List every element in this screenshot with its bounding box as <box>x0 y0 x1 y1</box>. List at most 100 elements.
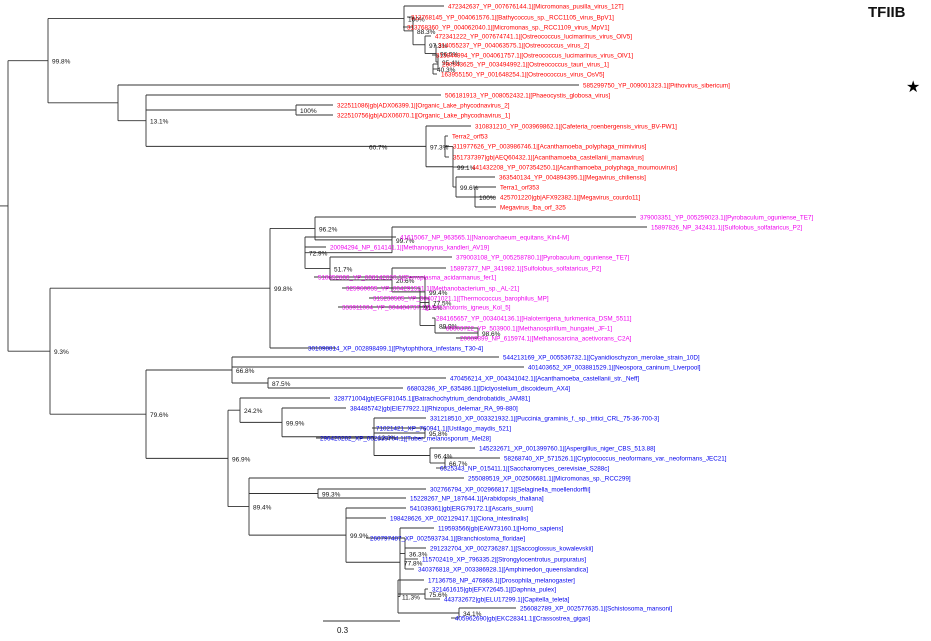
support-value: 66.8% <box>236 368 255 375</box>
leaf-label: 541039361|gb|ERG79172.1|[Ascaris_suum] <box>410 506 533 513</box>
leaf-label: 15228267_NP_187644.1|[Arabidopsis_thalia… <box>410 496 544 503</box>
leaf-label: 284165657_YP_003404136.1|[Haloterrigena_… <box>436 316 632 323</box>
leaf-label: 544213169_XP_005536732.1|[Cyanidioschyzo… <box>503 355 700 362</box>
leaf-label: 311977626_YP_003986746.1|[Acanthamoeba_p… <box>453 144 647 151</box>
leaf-label: Megavirus_lba_orf_325 <box>500 205 566 212</box>
support-value: 77.5% <box>433 301 452 308</box>
leaf-label: 351737397|gb|AEQ60432.1|[Acanthamoeba_ca… <box>453 155 644 162</box>
leaf-label: 379003351_YP_005259023.1|[Pyrobaculum_og… <box>640 215 813 222</box>
leaf-label: 322510756|gb|ADX06070.1|[Organic_Lake_ph… <box>337 113 510 120</box>
leaf-label: 321461615|gb|EFX72645.1|[Daphnia_pulex] <box>432 587 556 594</box>
leaf-label: Terra2_orf53 <box>452 134 488 141</box>
support-value: 24.2% <box>244 408 263 415</box>
support-value: 34.1% <box>463 611 482 618</box>
support-value: 20.6% <box>396 278 415 285</box>
support-value: 98.6% <box>482 331 501 338</box>
leaf-label: 313844994_YP_004061757.1|[Ostreococcus_l… <box>436 53 633 60</box>
support-value: 51.7% <box>334 266 353 273</box>
leaf-label: 6325343_NP_015411.1|[Saccharomyces_cerev… <box>440 466 609 473</box>
leaf-label: 325960055_YP_004291521.1|[Methanobacteri… <box>346 286 519 293</box>
leaf-label: 328771004|gb|EGF81045.1|[Batrachochytriu… <box>334 396 530 403</box>
leaf-label: 163955150_YP_001648254.1|[Ostreococcus_v… <box>441 72 605 79</box>
leaf-label: 260343625_YP_003494992.1|[Ostreococcus_t… <box>442 62 609 69</box>
leaf-label: 314055237_YP_004063575.1|[Ostreococcus_v… <box>438 43 589 50</box>
support-value: 72.9% <box>309 251 328 258</box>
support-value: 60.7% <box>369 144 388 151</box>
support-value: 91.5% <box>424 305 443 312</box>
support-value: 96.2% <box>319 226 338 233</box>
leaf-label: 315230585_YP_004071021.1|[Thermococcus_b… <box>373 296 549 303</box>
leaf-label: 66803286_XP_635486.1|[Dictyostelium_disc… <box>407 386 570 393</box>
tree-title: TFIIB <box>868 4 906 21</box>
leaf-label: 470456214_XP_004341042.1|[Acanthamoeba_c… <box>450 376 639 383</box>
support-value: 36.3% <box>409 552 428 559</box>
leaf-label: 301098814_XP_002898499.1|[Phytophthora_i… <box>308 346 483 353</box>
leaf-label: 441432208_YP_007354250.1|[Acanthamoeba_p… <box>472 165 677 172</box>
leaf-label: 310831210_YP_003969862.1|[Cafeteria_roen… <box>475 124 677 131</box>
leaf-label: 333911004_YP_004484737.1|[Methanotorris_… <box>342 305 511 312</box>
leaf-label: 255089519_XP_002506681.1|[Micromonas_sp.… <box>468 476 631 483</box>
leaf-label: 443732672|gb|ELU17299.1|[Capitella_telet… <box>444 597 570 604</box>
support-value: 100% <box>479 195 496 202</box>
support-value: 75.6% <box>429 592 448 599</box>
leaf-label: 291232704_XP_002736287.1|[Saccoglossus_k… <box>430 546 593 553</box>
leaf-label: 425701220|gb|AFX92382.1|[Megavirus_courd… <box>500 195 641 202</box>
leaf-label: 15897377_NP_341982.1|[Sulfolobus_solfata… <box>450 266 601 273</box>
leaf-label: 260797487_XP_002593734.1|[Branchiostoma_… <box>370 536 525 543</box>
support-value: 99.9% <box>350 533 369 540</box>
support-value: 89.9% <box>439 324 458 331</box>
leaf-label: 379003108_YP_005258780.1|[Pyrobaculum_og… <box>456 255 629 262</box>
support-value: 100% <box>300 108 317 115</box>
leaf-label: 256082789_XP_002577635.1|[Schistosoma_ma… <box>520 606 672 613</box>
support-value: 99.6% <box>460 185 479 192</box>
leaf-label: 340376818_XP_003386928.1|[Amphimedon_que… <box>418 567 588 574</box>
leaf-label: 145232671_XP_001399760.1|[Aspergillus_ni… <box>479 446 656 453</box>
support-value: 11.3% <box>402 595 420 602</box>
leaf-label: 322511086|gb|ADX06399.1|[Organic_Lake_ph… <box>337 103 510 110</box>
leaf-label: 198428626_XP_002129417.1|[Ciona_intestin… <box>390 516 528 523</box>
support-value: 97.3% <box>430 144 449 151</box>
leaf-label: 331218510_XP_003321932.1|[Puccinia_grami… <box>430 416 659 423</box>
leaf-label: 405962690|gb|EKC28341.1|[Crassostrea_gig… <box>455 616 590 623</box>
leaf-label: 58268740_XP_571526.1|[Cryptococcus_neofo… <box>504 456 727 463</box>
support-value: 95.8% <box>429 431 448 438</box>
support-value: 12.3% <box>378 435 397 442</box>
support-value: 100% <box>408 16 425 23</box>
leaf-label: 20094294_NP_614141.1|[Methanopyrus_kandl… <box>330 245 489 252</box>
leaf-label: 585299750_YP_009001323.1|[Pithovirus_sib… <box>583 83 730 90</box>
support-value: 77.8% <box>404 560 423 567</box>
leaf-label: 472342637_YP_007676144.1|[Micromonas_pus… <box>448 4 624 11</box>
support-value: 66.7% <box>449 461 468 468</box>
support-value: 97.3% <box>429 43 448 50</box>
leaf-label: 296420282_XP_002839704.1|[Tuber_melanosp… <box>320 436 491 443</box>
support-value: 88.3% <box>417 29 436 36</box>
leaf-label: 518652800_YP_008142020.1|[Ferroplasma_ac… <box>318 275 496 282</box>
support-value: 13.1% <box>150 119 169 126</box>
leaf-label: 115702419_XP_796335.2|[Strongylocentrotu… <box>422 557 586 564</box>
leaf-label: Terra1_orf353 <box>500 185 540 192</box>
support-value: 96.4% <box>434 454 453 461</box>
leaf-label: 15897826_NP_342431.1|[Sulfolobus_solfata… <box>651 225 802 232</box>
leaf-label: 71021421_XP_760941.1|[Ustilago_maydis_52… <box>376 426 511 433</box>
support-value: 99.3% <box>322 492 341 499</box>
support-value: 87.5% <box>272 381 291 388</box>
leaf-label: 20089899_NP_615974.1|[Methanosarcina_ace… <box>460 336 632 343</box>
leaf-label: 384485742|gb|EIE77922.1|[Rhizopus_delema… <box>350 406 518 413</box>
leaf-label: 302766794_XP_002966817.1|[Selaginella_mo… <box>430 487 591 494</box>
support-value: 99.7% <box>396 238 415 245</box>
leaf-label: 41615067_NP_963565.1|[Nanoarchaeum_equit… <box>400 235 569 242</box>
leaf-label: 88603722_YP_503900.1|[Methanospirillum_h… <box>446 326 612 333</box>
support-value: 99.8% <box>52 59 71 66</box>
support-value: 96.9% <box>232 456 251 463</box>
support-value: 95.4% <box>442 60 461 67</box>
support-value: 9.3% <box>54 349 69 356</box>
support-value: 96.5% <box>440 52 459 59</box>
leaf-label: 472341222_YP_007674741.1|[Ostreococcus_l… <box>435 34 632 41</box>
leaf-label: 506181913_YP_008052432.1|[Phaeocystis_gl… <box>445 93 610 100</box>
leaf-label: 119593566|gb|EAW73160.1|[Homo_sapiens] <box>438 526 564 533</box>
leaf-label: 17136758_NP_476868.1|[Drosophila_melanog… <box>428 578 575 585</box>
support-value: 79.6% <box>150 412 169 419</box>
support-value: 89.4% <box>253 505 272 512</box>
scale-bar-label: 0.3 <box>337 626 349 635</box>
